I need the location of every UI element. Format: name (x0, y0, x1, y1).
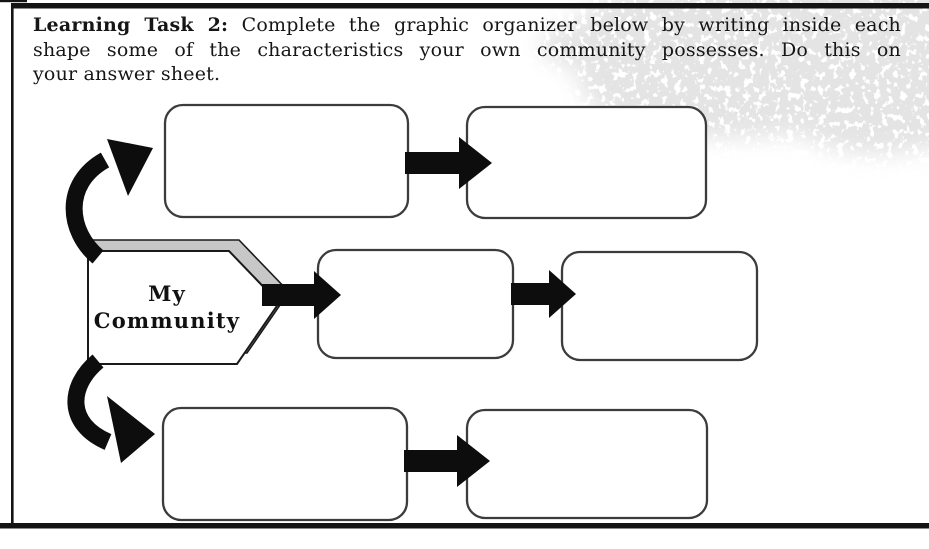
answer-box-bottom-right (465, 408, 709, 520)
my-community-shape (87, 250, 281, 365)
instruction-line-1-text: Complete the graphic organizer below by … (228, 14, 901, 36)
learning-task-label: Learning Task 2: (33, 14, 229, 36)
scan-smudge-watermark (540, 0, 929, 155)
answer-box-middle-left (316, 248, 515, 360)
answer-box-bottom-left (161, 406, 409, 522)
instruction-line-1: Learning Task 2: Complete the graphic or… (33, 13, 901, 38)
curved-arrow-up (65, 139, 153, 264)
answer-box-top-right (465, 105, 708, 220)
answer-box-top-left (163, 103, 410, 219)
page-border-left (11, 3, 14, 524)
instruction-paragraph: Learning Task 2: Complete the graphic or… (33, 13, 901, 87)
arrow-middle-row-right (511, 270, 576, 318)
my-community-label-line1: My (148, 281, 186, 306)
my-community-label-line2: Community (94, 308, 240, 333)
answer-box-middle-right (560, 250, 759, 362)
curved-arrow-down (67, 354, 155, 463)
page-border-top-left-tick (0, 0, 27, 3)
page-border-bottom (0, 523, 929, 529)
instruction-line-3: your answer sheet. (33, 63, 221, 85)
arrow-bottom-row (404, 435, 490, 487)
page-border-top (11, 3, 929, 9)
arrow-my-community-to-middle (262, 271, 341, 319)
arrow-top-row (405, 137, 492, 189)
instruction-line-2: shape some of the characteristics your o… (33, 38, 901, 61)
